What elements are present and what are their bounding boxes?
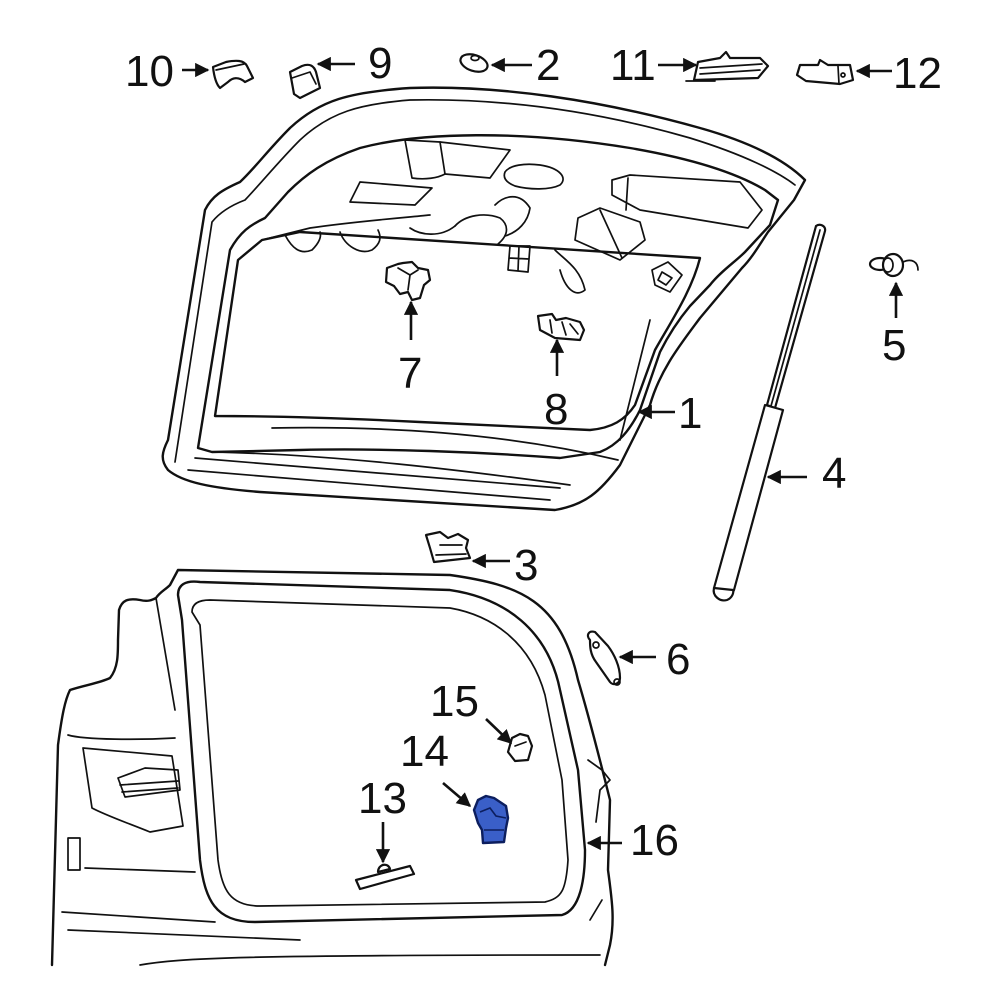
callout-4[interactable]: 4 — [822, 449, 846, 498]
callout-labels: 10 9 2 11 12 5 7 8 1 4 3 6 15 14 13 16 — [125, 39, 942, 865]
callout-10[interactable]: 10 — [125, 47, 174, 96]
callout-11[interactable]: 11 — [610, 41, 656, 90]
part-7-clip[interactable] — [384, 260, 432, 302]
callout-7[interactable]: 7 — [398, 349, 422, 398]
part-2-grommet[interactable] — [458, 51, 490, 75]
part-11-latch-cover[interactable] — [685, 50, 770, 82]
part-12-bracket[interactable] — [795, 58, 855, 86]
part-9-clip[interactable] — [288, 63, 322, 100]
callout-2[interactable]: 2 — [536, 41, 560, 90]
arrow-14 — [442, 782, 472, 807]
callout-8[interactable]: 8 — [544, 385, 568, 434]
part-5-ball-stud[interactable] — [868, 252, 919, 278]
callout-16[interactable]: 16 — [630, 816, 679, 865]
callout-6[interactable]: 6 — [666, 635, 690, 684]
part-3-striker-bracket[interactable] — [424, 530, 472, 564]
callout-1[interactable]: 1 — [678, 389, 702, 438]
body-opening-quarter-panel[interactable] — [50, 568, 614, 967]
callout-15[interactable]: 15 — [430, 677, 479, 726]
callout-12[interactable]: 12 — [893, 49, 942, 98]
part-15-bumper[interactable] — [506, 732, 534, 763]
callout-arrows — [182, 56, 904, 864]
liftgate-panel[interactable] — [161, 86, 807, 512]
callout-5[interactable]: 5 — [882, 321, 906, 370]
lift-support-strut[interactable] — [712, 223, 827, 602]
part-10-bumper[interactable] — [211, 59, 255, 90]
callout-9[interactable]: 9 — [368, 39, 392, 88]
part-8-bumper-block[interactable] — [536, 312, 586, 342]
arrow-15 — [485, 718, 513, 744]
part-13-lamp-lens[interactable] — [354, 863, 416, 891]
callout-3[interactable]: 3 — [514, 541, 538, 590]
callout-14[interactable]: 14 — [400, 727, 449, 776]
callout-13[interactable]: 13 — [358, 774, 407, 823]
part-6-hinge-plate[interactable] — [586, 630, 622, 686]
part-14-highlighted[interactable] — [472, 794, 510, 845]
